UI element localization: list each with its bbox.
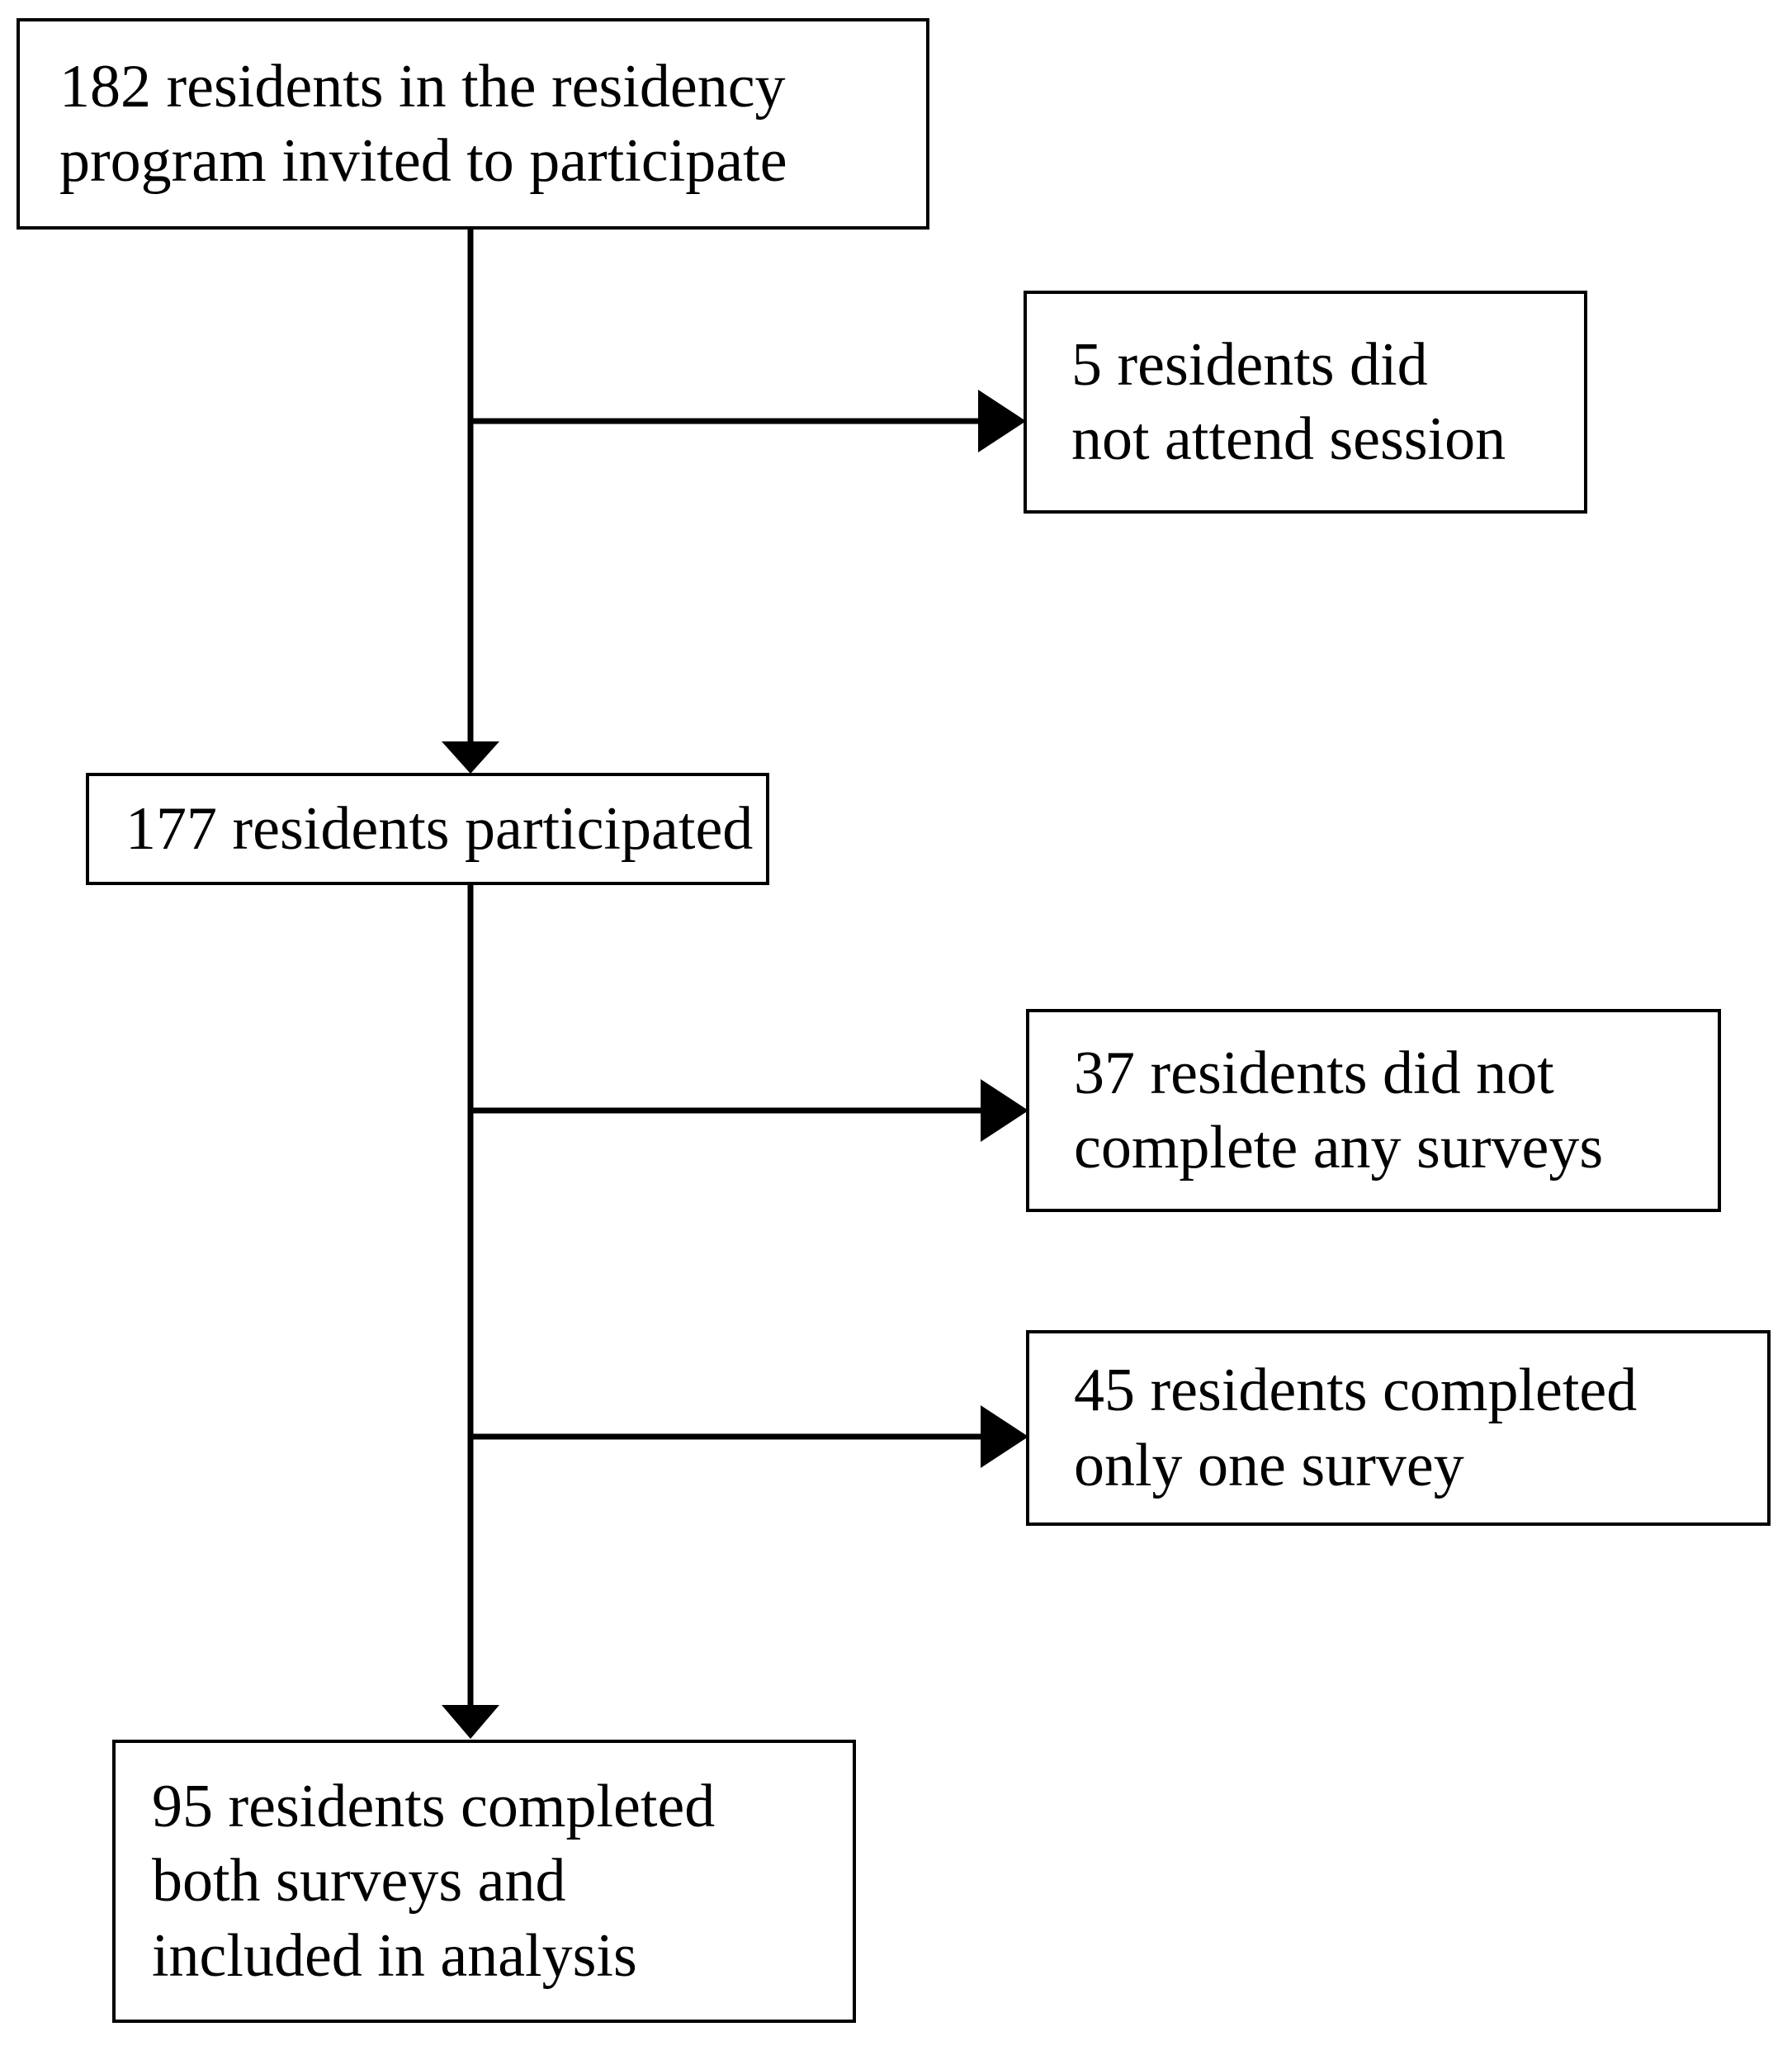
node-no-surveys: 37 residents did not complete any survey…: [1026, 1009, 1721, 1212]
arrowhead-down-to-participated: [442, 741, 499, 774]
node-one-survey: 45 residents completed only one survey: [1026, 1330, 1771, 1526]
arrowhead-right-to-not-attend: [978, 390, 1026, 452]
node-included-text: 95 residents completed both surveys and …: [152, 1773, 716, 1990]
node-participated: 177 residents participated: [86, 773, 769, 885]
node-not-attend: 5 residents did not attend session: [1024, 291, 1587, 514]
node-invited: 182 residents in the residency program i…: [17, 18, 929, 230]
node-not-attend-text: 5 residents did not attend session: [1071, 330, 1506, 473]
node-no-surveys-text: 37 residents did not complete any survey…: [1074, 1039, 1604, 1182]
node-invited-text: 182 residents in the residency program i…: [59, 52, 787, 195]
node-included: 95 residents completed both surveys and …: [112, 1740, 856, 2023]
arrowhead-down-to-included: [442, 1705, 499, 1739]
arrowhead-right-to-no-surveys: [981, 1079, 1028, 1142]
arrowhead-right-to-one-survey: [981, 1405, 1028, 1468]
node-one-survey-text: 45 residents completed only one survey: [1074, 1357, 1638, 1499]
node-participated-text: 177 residents participated: [125, 794, 754, 863]
